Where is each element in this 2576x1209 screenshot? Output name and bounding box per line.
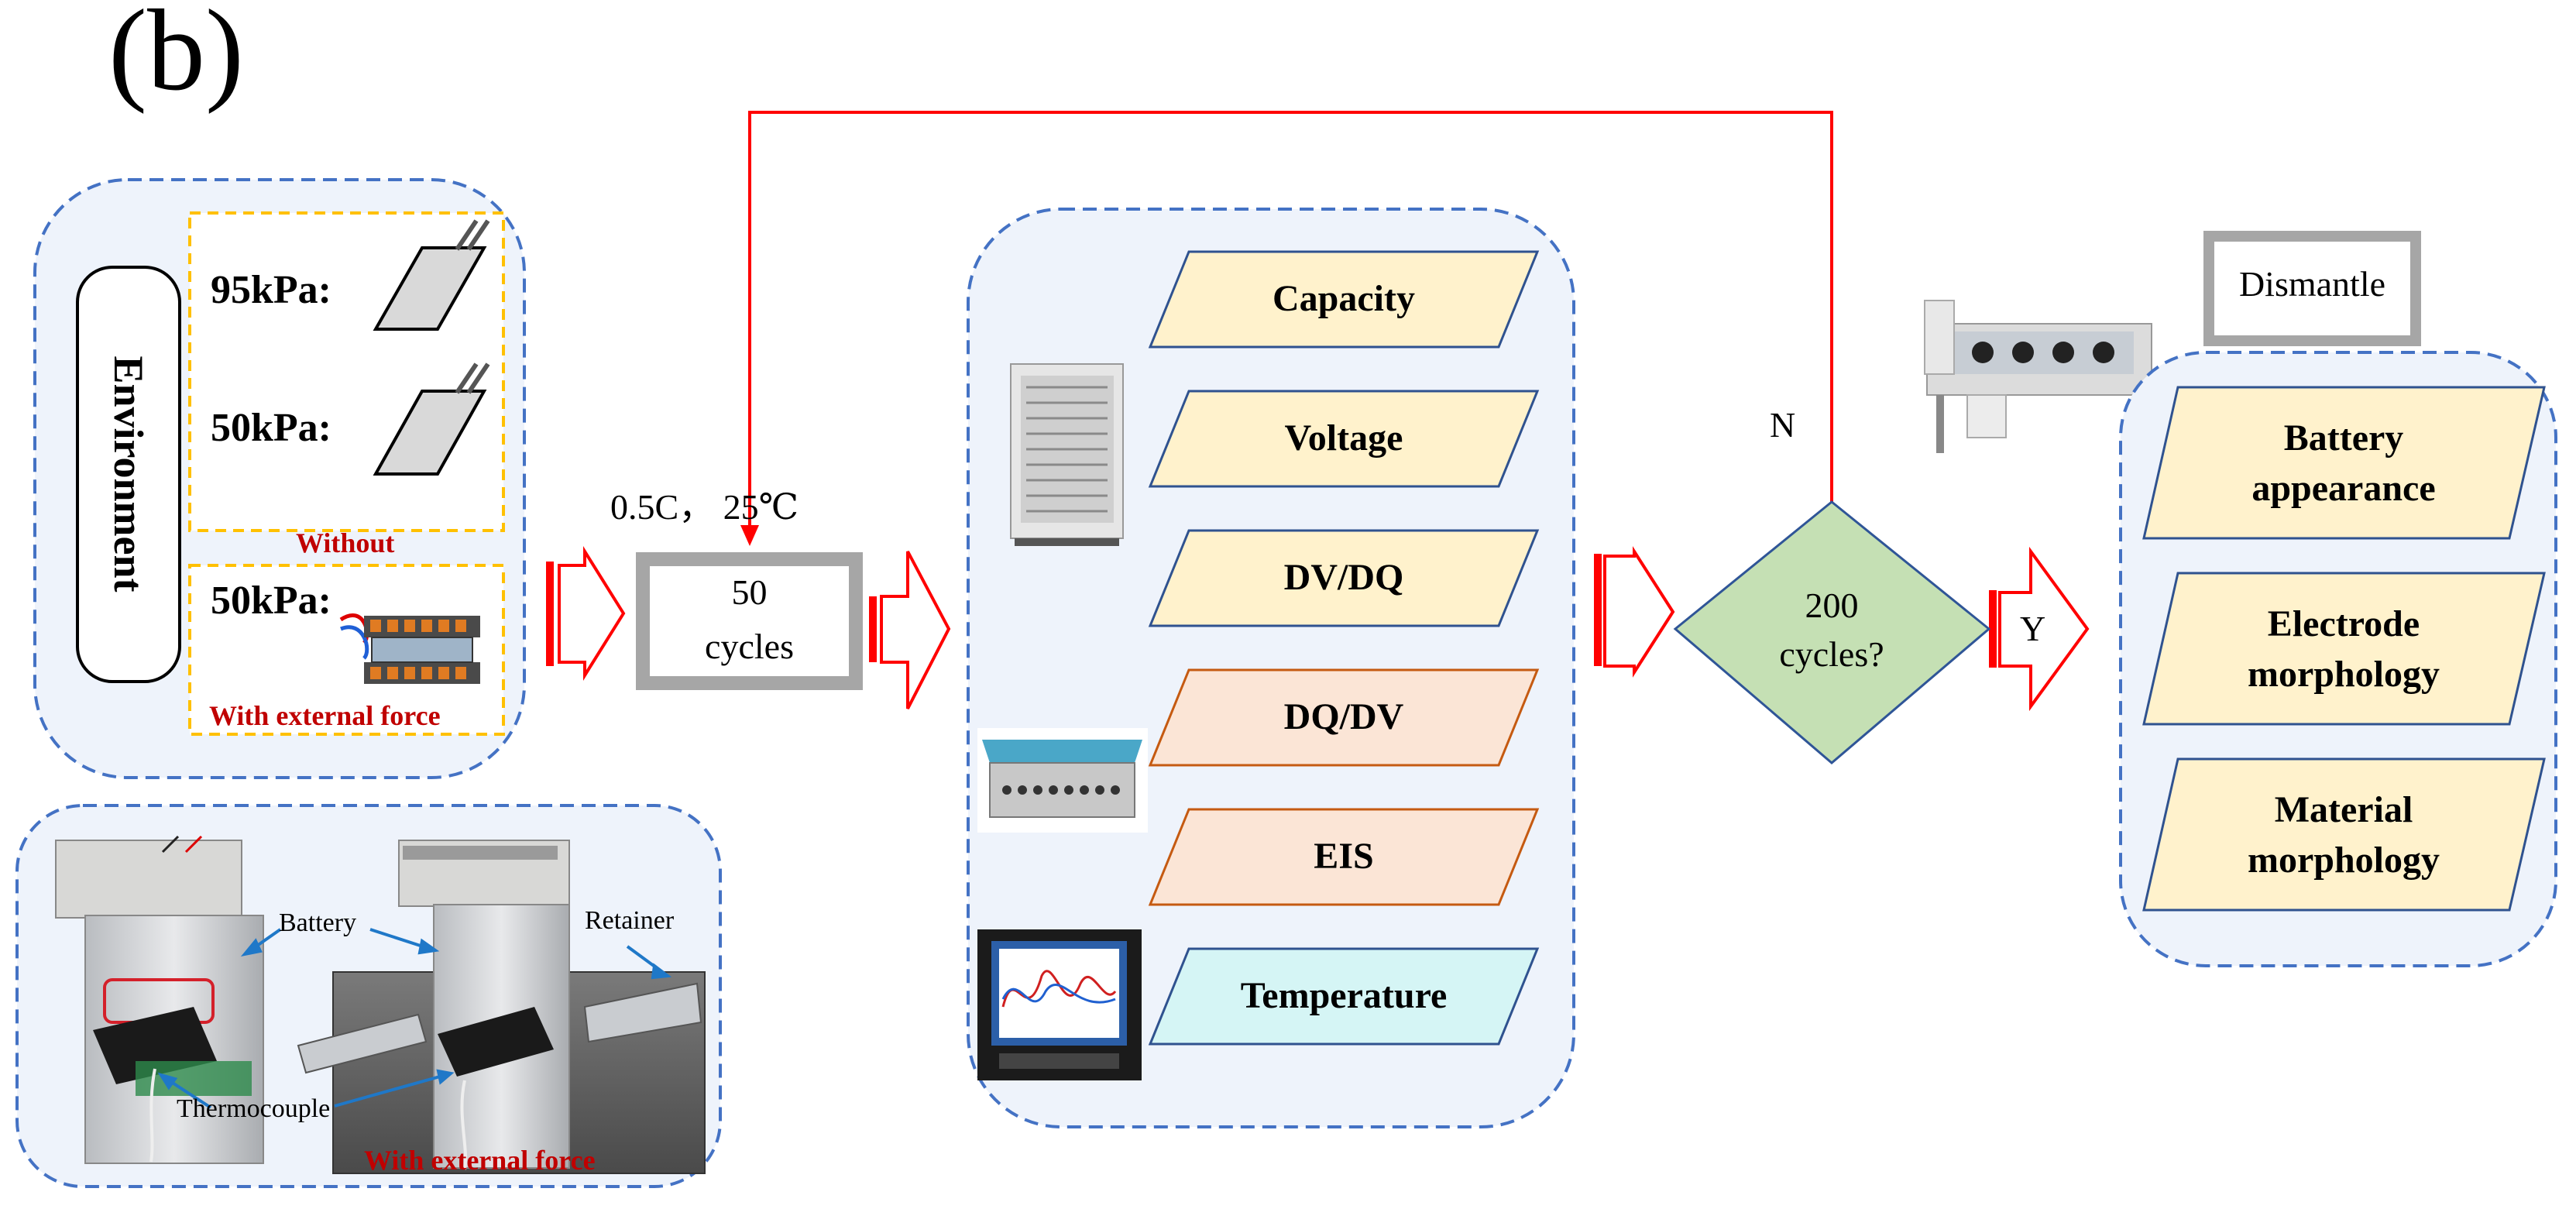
photo-with-force-label: With external force bbox=[364, 1145, 596, 1176]
pouch-cell-icon bbox=[373, 219, 490, 331]
condition-95kpa: 95kPa: bbox=[211, 268, 331, 312]
battery-cycler-image bbox=[1010, 363, 1124, 546]
measurement-dqdv: DQ/DV bbox=[1283, 696, 1404, 737]
cycles-box bbox=[636, 552, 863, 690]
flow-arrow bbox=[869, 551, 951, 709]
analysis-shape bbox=[2142, 572, 2546, 726]
environment-label-box bbox=[76, 266, 181, 683]
decision-diamond bbox=[1673, 500, 1991, 764]
analysis-battery-line1: Battery bbox=[2283, 417, 2404, 459]
temperature-recorder-image bbox=[977, 929, 1142, 1080]
thermocouple-label: Thermocouple bbox=[177, 1094, 331, 1123]
battery-photo bbox=[55, 835, 264, 1164]
analysis-shape bbox=[2142, 757, 2546, 912]
clamped-battery-icon bbox=[339, 613, 480, 684]
measurement-capacity: Capacity bbox=[1273, 278, 1415, 319]
environment-label: Environment bbox=[105, 355, 152, 592]
measurement-shape bbox=[1148, 808, 1540, 906]
feedback-loop-line bbox=[748, 111, 1833, 527]
flow-arrow bbox=[1594, 546, 1675, 678]
feedback-loop-arrowhead bbox=[740, 525, 759, 546]
annotation-arrows bbox=[157, 928, 672, 1109]
yes-label: Y bbox=[2020, 609, 2046, 648]
decision-line1: 200 bbox=[1805, 586, 1859, 625]
measurement-shape bbox=[1148, 250, 1540, 349]
condition-50kpa: 50kPa: bbox=[211, 406, 331, 450]
analysis-material-line2: morphology bbox=[2247, 840, 2440, 881]
measurement-temperature: Temperature bbox=[1240, 975, 1448, 1016]
cycles-unit: cycles bbox=[705, 627, 794, 666]
panel-label: (b) bbox=[108, 0, 244, 115]
pouch-cell-icon bbox=[373, 362, 490, 476]
measurement-shape bbox=[1148, 529, 1540, 627]
measurement-eis: EIS bbox=[1314, 836, 1374, 877]
flow-arrow bbox=[1989, 546, 2090, 712]
flow-arrow bbox=[546, 546, 626, 681]
with-force-label: With external force bbox=[209, 700, 441, 731]
measurement-shape bbox=[1148, 947, 1540, 1046]
cycling-condition: 0.5C， 25℃ bbox=[610, 487, 799, 527]
without-label: Without bbox=[296, 527, 395, 558]
decision-line2: cycles? bbox=[1779, 634, 1884, 674]
retained-battery-photo bbox=[297, 840, 706, 1174]
eis-analyzer-image bbox=[977, 728, 1148, 833]
analysis-material-line1: Material bbox=[2274, 789, 2413, 830]
measurement-shape bbox=[1148, 390, 1540, 488]
analysis-shape bbox=[2142, 386, 2546, 540]
battery-label: Battery bbox=[279, 908, 357, 937]
measurement-dvdq: DV/DQ bbox=[1283, 557, 1404, 598]
analysis-electrode-line2: morphology bbox=[2247, 654, 2440, 695]
condition-50kpa-force: 50kPa: bbox=[211, 579, 331, 623]
measurement-shape bbox=[1148, 668, 1540, 767]
no-label: N bbox=[1770, 405, 1796, 445]
retainer-label: Retainer bbox=[585, 906, 675, 935]
analysis-battery-line2: appearance bbox=[2251, 468, 2436, 509]
measurement-voltage: Voltage bbox=[1284, 417, 1403, 459]
glovebox-image bbox=[1924, 300, 2152, 453]
analysis-electrode-line1: Electrode bbox=[2267, 603, 2420, 644]
cycles-count: 50 bbox=[731, 572, 768, 612]
dismantle-label: Dismantle bbox=[2238, 264, 2386, 304]
dismantle-box bbox=[2203, 231, 2421, 346]
